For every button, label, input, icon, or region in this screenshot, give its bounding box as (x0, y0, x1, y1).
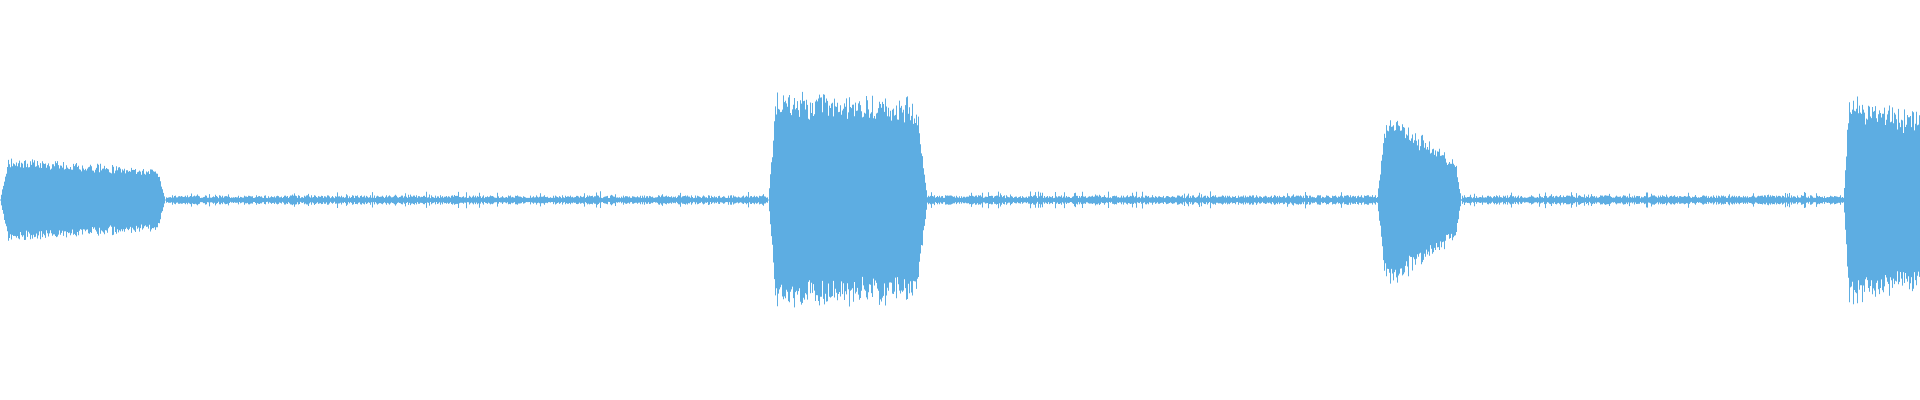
waveform-channel (0, 91, 1920, 308)
